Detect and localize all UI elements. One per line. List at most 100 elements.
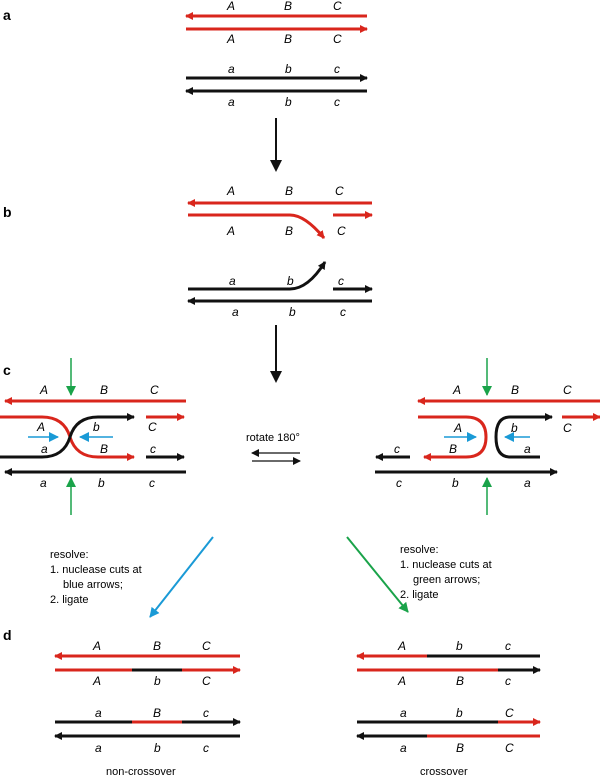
allele-label: B	[511, 383, 519, 397]
allele-label: b	[456, 639, 463, 653]
outcome-label-non-crossover: non-crossover	[106, 766, 176, 778]
panel-label-d: d	[3, 627, 12, 643]
allele-label: C	[563, 421, 572, 435]
allele-label: b	[154, 674, 161, 688]
allele-label: b	[511, 421, 518, 435]
allele-label: a	[232, 305, 239, 319]
allele-label: c	[505, 674, 511, 688]
allele-label: a	[400, 741, 407, 755]
allele-label: C	[333, 0, 342, 13]
allele-label: C	[335, 184, 344, 198]
allele-label: c	[334, 95, 340, 109]
allele-label: A	[452, 383, 461, 397]
resolve-left-line3: blue arrows;	[63, 579, 123, 591]
allele-label: B	[456, 741, 464, 755]
strand-red-crossing	[0, 415, 135, 461]
strand-black-loop	[494, 413, 553, 459]
allele-label: A	[92, 674, 101, 688]
strand-red-loop	[418, 415, 488, 461]
allele-label: A	[36, 420, 45, 434]
outcome-label-crossover: crossover	[420, 766, 468, 778]
allele-label: b	[287, 274, 294, 288]
allele-label: B	[285, 224, 293, 238]
allele-label: A	[92, 639, 101, 653]
allele-label: a	[95, 741, 102, 755]
panel-label-b: b	[3, 204, 12, 220]
allele-label: a	[400, 706, 407, 720]
allele-label: A	[226, 224, 235, 238]
allele-label: C	[148, 420, 157, 434]
rotate-label: rotate 180°	[246, 432, 300, 444]
allele-label: A	[226, 184, 235, 198]
allele-label: B	[153, 639, 161, 653]
resolve-note-left: resolve: 1. nuclease cuts at blue arrows…	[50, 549, 142, 606]
allele-label: c	[203, 706, 209, 720]
allele-label: C	[333, 32, 342, 46]
allele-label: a	[524, 442, 531, 456]
allele-label: B	[456, 674, 464, 688]
resolve-right-line2: 1. nuclease cuts at	[400, 559, 492, 571]
panel-a-duplexes: A B C A B C a b c a b c	[185, 0, 368, 109]
allele-label: b	[285, 62, 292, 76]
allele-label: C	[202, 639, 211, 653]
allele-label: a	[95, 706, 102, 720]
allele-label: B	[100, 442, 108, 456]
resolve-left-line4: 2. ligate	[50, 594, 89, 606]
resolve-right-line3: green arrows;	[413, 574, 480, 586]
resolve-left-line2: 1. nuclease cuts at	[50, 564, 142, 576]
allele-label: b	[93, 420, 100, 434]
resolve-right-line1: resolve:	[400, 544, 439, 556]
panel-b-duplexes: A B C A B C a b c a b c	[187, 184, 373, 319]
allele-label: c	[203, 741, 209, 755]
panel-d-crossover: A b c A B c a b C a B C	[356, 639, 541, 755]
allele-label: B	[284, 0, 292, 13]
allele-label: A	[397, 674, 406, 688]
allele-label: A	[39, 383, 48, 397]
allele-label: b	[285, 95, 292, 109]
allele-label: c	[396, 476, 402, 490]
allele-label: b	[154, 741, 161, 755]
allele-label: b	[289, 305, 296, 319]
panel-label-a: a	[3, 7, 11, 23]
panel-label-c: c	[3, 362, 11, 378]
allele-label: b	[452, 476, 459, 490]
allele-label: B	[284, 32, 292, 46]
resolve-left-line1: resolve:	[50, 549, 89, 561]
allele-label: B	[153, 706, 161, 720]
allele-label: c	[340, 305, 346, 319]
allele-label: C	[563, 383, 572, 397]
allele-label: a	[228, 62, 235, 76]
allele-label: A	[453, 421, 462, 435]
strand-black-crossing	[0, 413, 135, 459]
allele-label: A	[226, 0, 235, 13]
allele-label: B	[285, 184, 293, 198]
panel-c-rotated-junction: A B C A b C c B a c b a	[375, 358, 600, 515]
allele-label: C	[337, 224, 346, 238]
allele-label: c	[505, 639, 511, 653]
allele-label: C	[150, 383, 159, 397]
allele-label: a	[229, 274, 236, 288]
allele-label: c	[338, 274, 344, 288]
allele-label: a	[524, 476, 531, 490]
green-resolution-arrow	[346, 536, 409, 613]
allele-label: b	[98, 476, 105, 490]
allele-label: c	[149, 476, 155, 490]
allele-label: A	[397, 639, 406, 653]
allele-label: B	[449, 442, 457, 456]
allele-label: c	[334, 62, 340, 76]
allele-label: A	[226, 32, 235, 46]
panel-d-non-crossover: A B C A b C a B c a b c	[54, 639, 241, 755]
resolve-note-right: resolve: 1. nuclease cuts at green arrow…	[400, 544, 492, 601]
allele-label: a	[228, 95, 235, 109]
allele-label: C	[202, 674, 211, 688]
allele-label: B	[100, 383, 108, 397]
panel-c-holliday-junction: A B C A b C a B c a b c	[0, 358, 186, 515]
allele-label: c	[150, 442, 156, 456]
resolve-right-line4: 2. ligate	[400, 589, 439, 601]
allele-label: C	[505, 706, 514, 720]
allele-label: C	[505, 741, 514, 755]
allele-label: b	[456, 706, 463, 720]
strand-black-invading-end	[188, 261, 327, 291]
